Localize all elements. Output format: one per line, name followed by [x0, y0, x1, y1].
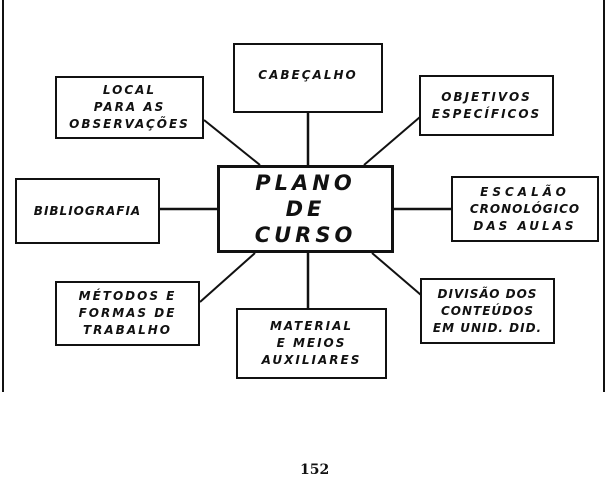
node-line: MATERIAL: [269, 319, 354, 333]
node-line: DIVISÃO DOS: [437, 286, 538, 301]
node-line: OBJETIVOS: [441, 89, 532, 104]
page-number: 152: [300, 462, 330, 478]
node-line: FORMAS DE: [78, 306, 177, 320]
node-objetivos: OBJETIVOS ESPECÍFICOS: [419, 75, 554, 136]
node-bibliografia: BIBLIOGRAFIA: [15, 178, 160, 244]
connector-local: [203, 119, 261, 166]
node-line: E MEIOS: [276, 336, 347, 350]
node-line: MÉTODOS E: [78, 289, 177, 303]
node-line: DAS AULAS: [473, 218, 577, 233]
node-material: MATERIAL E MEIOS AUXILIARES: [236, 308, 387, 379]
node-line: TRABALHO: [82, 323, 173, 337]
node-line: CURSO: [254, 223, 357, 247]
node-line: CABEÇALHO: [258, 68, 358, 82]
node-line: CONTEÚDOS: [441, 303, 534, 318]
node-line: BIBLIOGRAFIA: [33, 203, 142, 218]
node-local: LOCAL PARA AS OBSERVAÇÕES: [55, 76, 204, 139]
node-line: ESPECÍFICOS: [431, 106, 542, 121]
node-line: AUXILIARES: [261, 353, 362, 367]
node-line: DE: [285, 197, 326, 221]
node-line: CRONOLÓGICO: [469, 201, 581, 216]
node-metodos: MÉTODOS E FORMAS DE TRABALHO: [55, 281, 200, 346]
node-line: ESCALÃO: [480, 184, 570, 199]
node-plano-de-curso: PLANO DE CURSO: [217, 165, 394, 253]
node-cabecalho: CABEÇALHO: [233, 43, 383, 113]
connector-metodos: [199, 252, 256, 303]
connector-objetivos: [363, 116, 421, 166]
node-escalao: ESCALÃO CRONOLÓGICO DAS AULAS: [451, 176, 599, 242]
node-line: OBSERVAÇÕES: [69, 117, 190, 131]
node-divisao: DIVISÃO DOS CONTEÚDOS EM UNID. DID.: [420, 278, 555, 344]
node-line: LOCAL: [102, 83, 157, 97]
node-line: PLANO: [255, 171, 356, 195]
connector-divisao: [371, 252, 422, 296]
node-line: EM UNID. DID.: [432, 320, 543, 335]
node-line: PARA AS: [93, 100, 166, 114]
